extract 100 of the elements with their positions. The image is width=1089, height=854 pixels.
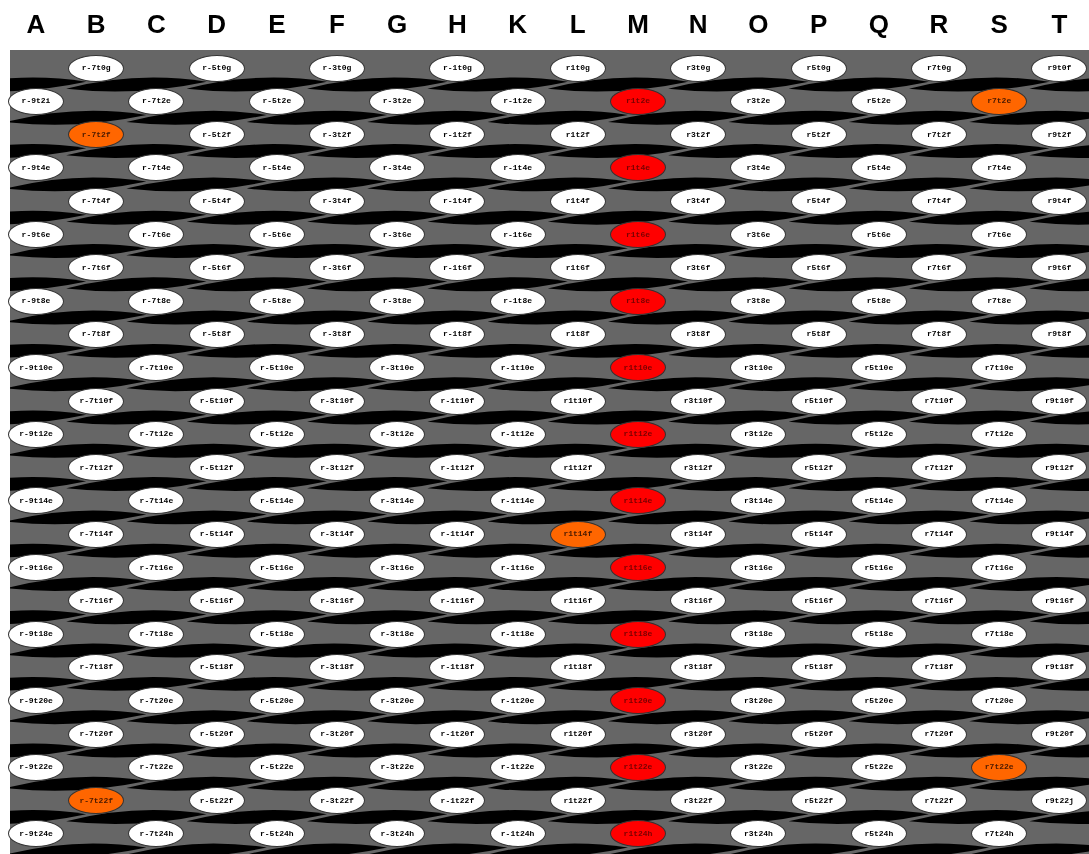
node-label: r1t0g	[565, 63, 590, 73]
node-label: r5t2f	[806, 129, 831, 140]
node-label: r9t8f	[1047, 329, 1072, 340]
node-label: r-7t20f	[79, 729, 113, 739]
node-label: r3t20e	[744, 695, 773, 706]
node-label: r9t6f	[1047, 262, 1072, 273]
node-label: r-1t20e	[500, 695, 535, 706]
node-label: r-1t4e	[503, 162, 532, 173]
column-letter: E	[267, 8, 287, 41]
node-label: r-3t10e	[380, 362, 414, 373]
node-label: r1t8e	[626, 296, 650, 307]
node-label: r3t6f	[686, 262, 711, 273]
node-label: r5t0g	[806, 63, 831, 73]
node-label: r-7t10f	[79, 396, 113, 406]
node-label: r-3t24h	[380, 828, 414, 839]
node-label: r5t20e	[864, 695, 894, 706]
node-label: r5t16f	[804, 595, 833, 606]
node-label: r-1t2f	[443, 129, 472, 140]
node-label: r3t12e	[744, 429, 773, 440]
node-label: r9t12f	[1045, 462, 1074, 473]
node-label: r-1t18f	[440, 662, 475, 673]
node-label: r-3t22f	[320, 795, 354, 806]
node-label: r9t2f	[1047, 129, 1072, 140]
column-letter: K	[507, 8, 528, 41]
node-label: r-5t22f	[199, 795, 234, 806]
node-label: r7t10f	[924, 396, 954, 406]
node-label: r3t6e	[746, 229, 771, 240]
node-label: r-1t8e	[503, 296, 532, 307]
node-label: r-1t2e	[503, 96, 532, 107]
node-label: r7t4e	[987, 162, 1012, 173]
node-label: r3t20f	[683, 729, 713, 739]
node-label: r1t6f	[565, 262, 590, 273]
node-label: r1t18f	[563, 662, 593, 673]
node-label: r-5t4e	[262, 162, 292, 173]
node-label: r-5t24h	[260, 828, 294, 839]
node-label: r9t4f	[1047, 196, 1072, 207]
node-label: r-9t4e	[21, 162, 51, 173]
node-label: r-1t14f	[440, 529, 475, 540]
node-label: r1t22e	[623, 762, 653, 773]
node-label: r-3t12e	[380, 429, 414, 440]
node-label: r5t8e	[866, 296, 891, 307]
node-label: r-3t12f	[320, 462, 354, 473]
node-label: r7t20e	[984, 695, 1014, 706]
node-label: r1t10e	[623, 362, 653, 373]
node-label: r-9t6e	[21, 229, 51, 240]
node-label: r1t16e	[623, 562, 653, 573]
node-label: r-3t10f	[320, 396, 354, 406]
node-label: r1t6e	[626, 229, 650, 240]
node-label: r-3t14e	[380, 495, 414, 506]
node-label: r-5t22e	[260, 762, 294, 773]
node-label: r7t8f	[927, 329, 951, 340]
node-label: r-7t22e	[139, 762, 174, 773]
node-label: r-3t16f	[320, 595, 354, 606]
node-label: r-7t20e	[139, 695, 174, 706]
node-label: r-5t18f	[199, 662, 234, 673]
node-label: r-7t8f	[81, 329, 111, 340]
node-label: r7t10e	[984, 362, 1014, 373]
node-label: r-3t4f	[322, 196, 352, 207]
node-label: r5t18f	[804, 662, 833, 673]
node-label: r7t22f	[924, 795, 954, 806]
node-label: r-7t0g	[81, 63, 111, 73]
node-label: r5t16e	[864, 562, 894, 573]
node-label: r-7t2e	[142, 96, 171, 107]
node-label: r-5t12e	[260, 429, 294, 440]
node-label: r7t22e	[984, 762, 1014, 773]
column-letter: P	[808, 8, 829, 41]
node-label: r-9t14e	[19, 495, 53, 506]
node-label: r-1t16e	[500, 562, 535, 573]
node-label: r-9t2i	[21, 96, 51, 107]
node-label: r3t12f	[683, 462, 713, 473]
node-label: r1t4e	[626, 162, 650, 173]
node-label: r-3t22e	[380, 762, 414, 773]
column-letter: B	[85, 8, 107, 41]
node-label: r-9t8e	[21, 296, 51, 307]
node-label: r-1t20f	[440, 729, 475, 739]
node-label: r1t20f	[563, 729, 593, 739]
node-label: r9t14f	[1045, 529, 1074, 540]
node-label: r7t18f	[924, 662, 954, 673]
node-label: r7t18e	[984, 629, 1014, 640]
node-label: r-1t10e	[500, 362, 535, 373]
node-label: r9t18f	[1045, 662, 1074, 673]
node-label: r-1t10f	[440, 396, 475, 406]
node-label: r-9t16e	[19, 562, 53, 573]
node-label: r-5t14f	[199, 529, 234, 540]
column-letter: Q	[867, 8, 890, 41]
node-label: r-5t8e	[262, 296, 292, 307]
node-label: r-1t12f	[440, 462, 475, 473]
node-label: r7t2f	[927, 129, 951, 140]
node-label: r5t12f	[804, 462, 833, 473]
node-label: r1t16f	[563, 595, 593, 606]
column-letter: M	[626, 8, 650, 41]
node-label: r5t18e	[864, 629, 894, 640]
node-label: r5t2e	[866, 96, 891, 107]
node-label: r5t12e	[864, 429, 894, 440]
node-label: r-3t18f	[320, 662, 354, 673]
node-label: r5t20f	[804, 729, 833, 739]
node-label: r7t6f	[927, 262, 951, 273]
node-label: r-7t14f	[79, 529, 113, 540]
node-label: r5t10f	[804, 396, 833, 406]
node-label: r-5t10f	[199, 396, 234, 406]
